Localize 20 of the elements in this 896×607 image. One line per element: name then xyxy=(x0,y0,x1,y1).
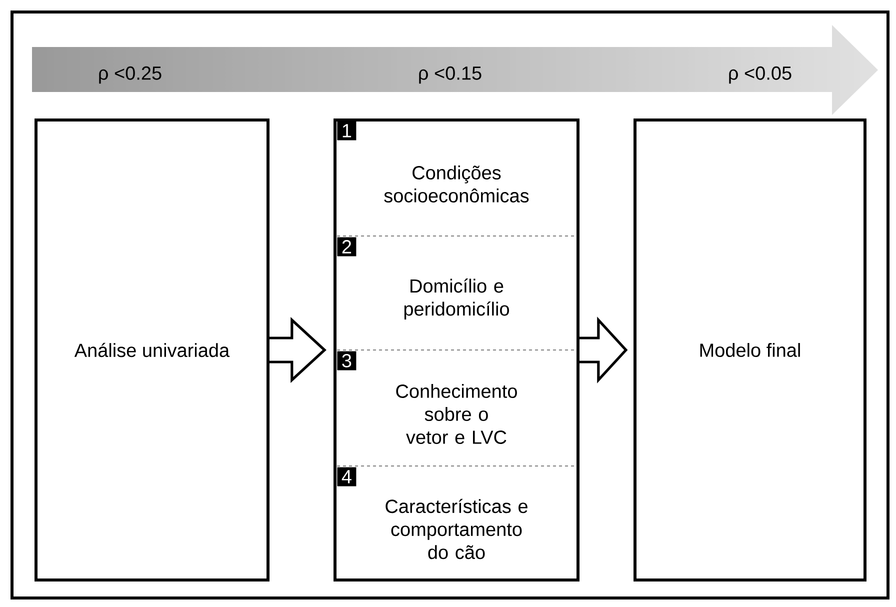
threshold-label: ρ <0.15 xyxy=(419,66,482,84)
node-label: 3 xyxy=(342,354,352,368)
process-box: Análise univariada xyxy=(34,118,270,582)
section-label: Condições socioeconômicas xyxy=(384,166,529,202)
node-label: 1 xyxy=(342,124,352,138)
process-box: Modelo final xyxy=(634,118,866,582)
section-label: Características e comportamento do cão xyxy=(386,498,528,560)
threshold-label: ρ <0.25 xyxy=(99,66,162,84)
threshold-label: ρ <0.05 xyxy=(729,66,792,84)
section-label: Conhecimento sobre o vetor e LVC xyxy=(396,384,517,444)
group-box xyxy=(334,118,580,582)
number-badge: 3 xyxy=(337,351,356,370)
number-badge: 4 xyxy=(337,467,356,486)
number-badge: 1 xyxy=(337,121,356,140)
block-arrow xyxy=(578,316,628,384)
node-label: 4 xyxy=(342,470,352,484)
section-label: Domicílio e peridomicílio xyxy=(404,278,510,320)
block-arrow xyxy=(268,317,326,383)
number-badge: 2 xyxy=(337,237,356,256)
node-label: 2 xyxy=(342,240,352,254)
